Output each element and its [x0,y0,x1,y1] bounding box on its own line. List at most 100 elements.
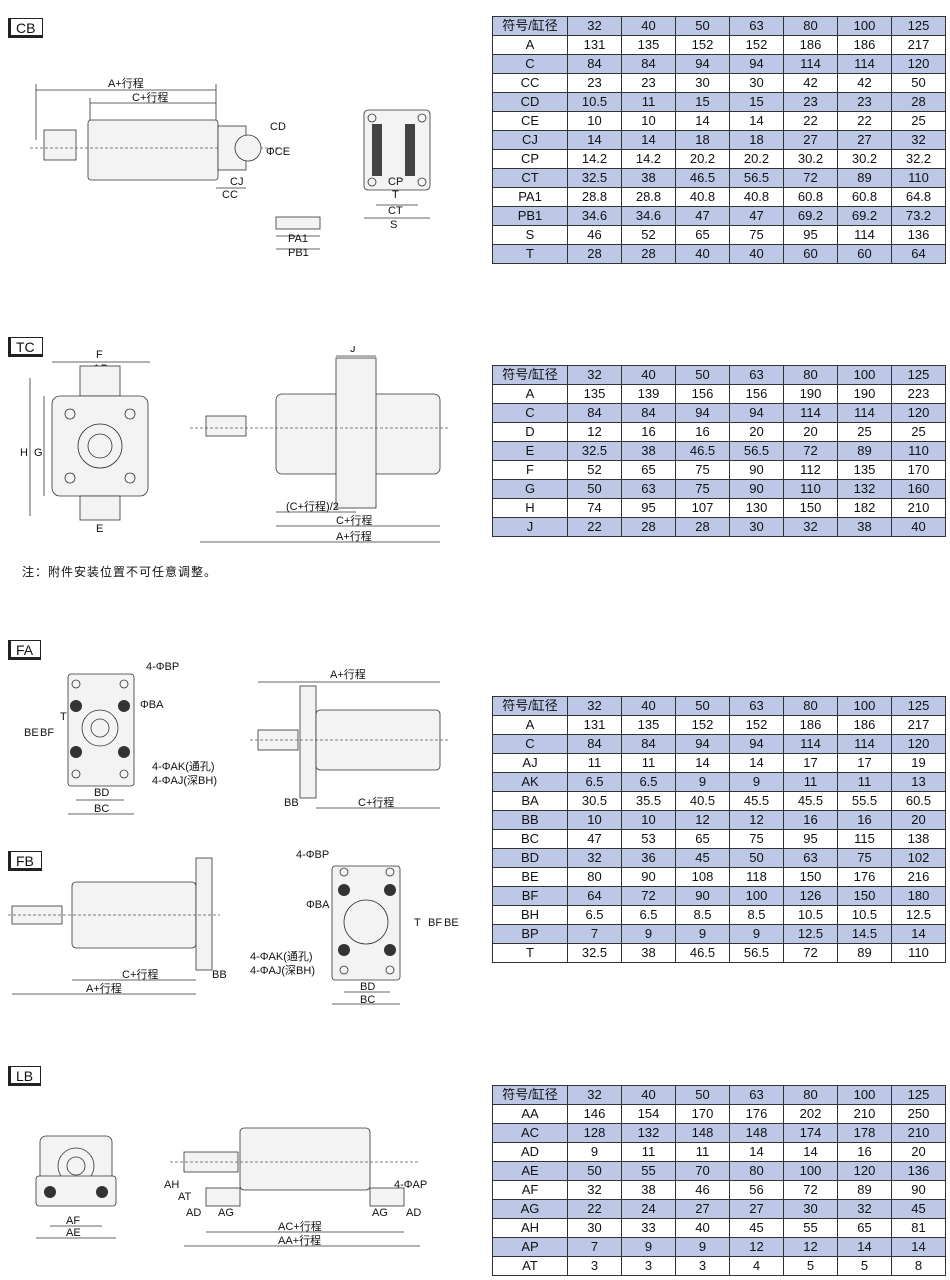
table-cell: 28 [621,244,676,264]
table-cell: 14 [729,753,784,773]
table-row-label: H [492,498,568,518]
table-cell: 80 [783,696,838,716]
table-cell: 20 [783,422,838,442]
table-cell: 150 [783,867,838,887]
lb-ag-right-label: AG [372,1207,388,1219]
table-cell: 186 [783,715,838,735]
table-cell: 38 [837,517,892,537]
table-cell: 250 [891,1104,946,1124]
table-cell: 28 [567,244,622,264]
table-row-label: BC [492,829,568,849]
table-cell: 132 [621,1123,676,1143]
table-cell: 40 [621,16,676,36]
table-cell: 216 [891,867,946,887]
table-row-label: BB [492,810,568,830]
table-row-label: AJ [492,753,568,773]
table-cell: 136 [891,225,946,245]
table-cell: 40 [675,244,730,264]
tc-trunnion-top [79,365,121,397]
table-cell: 64.8 [891,187,946,207]
table-cell: 38 [621,943,676,963]
lb-at-label: AT [178,1191,192,1203]
cb-rod-end [43,129,77,161]
table-cell: 186 [783,35,838,55]
table-cell: 45.5 [729,791,784,811]
tc-drawing: F ΦD E H G J (C+行程)/2 C+行程 A+行程 [20,346,450,543]
table-row-label: AT [492,1256,568,1276]
table-cell: 174 [783,1123,838,1143]
table-row-label: G [492,479,568,499]
table-cell: 52 [567,460,622,480]
table-cell: 10 [621,810,676,830]
table-cell: 210 [837,1104,892,1124]
table-cell: 75 [729,225,784,245]
table-cell: 40 [729,244,784,264]
cb-c-stroke-label: C+行程 [132,91,168,104]
table-cell: 114 [783,403,838,423]
table-cell: 52 [621,225,676,245]
table-cell: 114 [837,225,892,245]
table-cell: 170 [891,460,946,480]
table-cell: 30 [729,517,784,537]
table-row-label: E [492,441,568,461]
table-cell: 148 [729,1123,784,1143]
table-cell: 210 [891,498,946,518]
table-cell: 131 [567,715,622,735]
table-cell: 30.2 [783,149,838,169]
table-cell: 25 [891,111,946,131]
table-cell: 186 [837,715,892,735]
table-cell: 28 [891,92,946,112]
table-cell: 15 [675,92,730,112]
table-cell: 125 [891,365,946,385]
table-cell: 8 [891,1256,946,1276]
cb-pb1-label: PB1 [288,247,309,259]
table-cell: 60 [837,244,892,264]
table-cell: 74 [567,498,622,518]
lb-ac-stroke-label: AC+行程 [278,1220,322,1233]
table-row-label: CT [492,168,568,188]
table-cell: 13 [891,772,946,792]
table-cell: 14.2 [621,149,676,169]
table-cell: 152 [729,715,784,735]
lb-ad-left-label: AD [186,1207,201,1219]
table-cell: 40 [621,365,676,385]
table-cell: 22 [567,1199,622,1219]
table-cell: 10.5 [567,92,622,112]
table-cell: 152 [675,35,730,55]
table-cell: 190 [837,384,892,404]
table-cell: 73.2 [891,206,946,226]
fa-be-label: BE [24,727,39,739]
table-cell: 45.5 [783,791,838,811]
table-row-label: BE [492,867,568,887]
table-cell: 11 [621,1142,676,1162]
table-row-label: C [492,734,568,754]
table-cell: 135 [567,384,622,404]
table-cell: 20.2 [675,149,730,169]
table-cell: 135 [621,35,676,55]
table-cell: 10 [567,111,622,131]
table-cell: 6.5 [621,905,676,925]
table-cell: 28 [675,517,730,537]
table-cell: 84 [621,403,676,423]
table-row-label: 符号/缸径 [492,365,568,385]
table-row-label: T [492,943,568,963]
table-cell: 210 [891,1123,946,1143]
table-cell: 120 [837,1161,892,1181]
table-row-label: A [492,715,568,735]
fa-a-stroke-label: A+行程 [330,668,366,681]
lb-ah-label: AH [164,1179,179,1191]
table-cell: 60.8 [837,187,892,207]
section-label-fa: FA [8,640,42,660]
fa-c-stroke-label: C+行程 [358,796,394,809]
table-cell: 23 [621,73,676,93]
cb-cylinder-body [87,119,219,181]
table-cell: 40 [675,1218,730,1238]
table-cell: 12.5 [783,924,838,944]
